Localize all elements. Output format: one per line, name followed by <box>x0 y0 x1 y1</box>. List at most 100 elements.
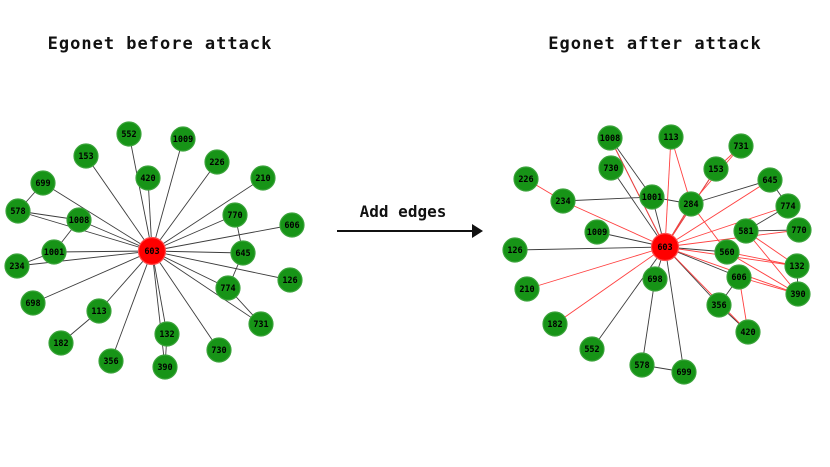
node-label: 113 <box>663 133 678 143</box>
graph-node <box>4 253 30 279</box>
node-label: 774 <box>780 202 795 212</box>
graph-edge <box>151 177 264 252</box>
node-label: 698 <box>25 299 40 309</box>
graph-node <box>206 337 232 363</box>
graph-edge <box>151 250 291 281</box>
graph-edge <box>16 250 153 267</box>
graph-node <box>116 121 142 147</box>
graph-edge <box>151 250 262 325</box>
graph-node <box>250 165 276 191</box>
node-label: 1008 <box>600 134 620 144</box>
node-label: 390 <box>157 363 172 373</box>
graph-edge <box>151 250 166 368</box>
added-edge <box>554 246 666 325</box>
graph-node <box>786 217 812 243</box>
graph-node <box>152 354 178 380</box>
added-edge <box>609 137 666 248</box>
node-label: 774 <box>220 284 235 294</box>
node-label: 1009 <box>587 228 607 238</box>
graph-node <box>230 240 256 266</box>
graph-edge <box>151 138 184 252</box>
arrow-head-icon <box>472 224 483 238</box>
node-label: 1008 <box>69 216 89 226</box>
node-label: 210 <box>519 285 534 295</box>
graph-node <box>279 212 305 238</box>
node-label: 560 <box>719 248 734 258</box>
added-edge <box>664 136 672 248</box>
graph-node <box>48 330 74 356</box>
graph-node <box>757 167 783 193</box>
graph-edge <box>151 161 218 252</box>
graph-node <box>678 191 704 217</box>
graph-node <box>513 166 539 192</box>
node-label: 284 <box>683 200 698 210</box>
graph-node <box>703 156 729 182</box>
graph-edge <box>85 155 153 252</box>
graph-node <box>73 143 99 169</box>
node-label: 603 <box>144 247 159 257</box>
graph-node <box>579 336 605 362</box>
graph-node <box>550 188 576 214</box>
graph-edge <box>53 250 153 253</box>
graph-edge <box>151 250 220 351</box>
node-label: 234 <box>555 197 570 207</box>
node-label: 699 <box>676 368 691 378</box>
graph-node <box>502 237 528 263</box>
graph-edge <box>32 250 153 304</box>
graph-edge <box>151 224 293 252</box>
node-label: 1001 <box>642 193 662 203</box>
node-label: 552 <box>121 130 136 140</box>
node-label: 153 <box>78 152 93 162</box>
node-label: 356 <box>103 357 118 367</box>
left-graph-title: Egonet before attack <box>47 34 273 54</box>
ego-node <box>650 232 680 262</box>
graph-node <box>706 292 732 318</box>
node-label: 420 <box>740 328 755 338</box>
graph-node <box>514 276 540 302</box>
graph-node <box>98 348 124 374</box>
graph-node <box>277 267 303 293</box>
graph-node <box>542 311 568 337</box>
add-edges-arrow <box>337 230 475 232</box>
graph-edge <box>151 214 236 252</box>
graph-node <box>671 359 697 385</box>
node-label: 1009 <box>173 135 193 145</box>
graph-node <box>30 170 56 196</box>
node-label: 226 <box>209 158 224 168</box>
added-edge <box>562 200 666 248</box>
node-label: 390 <box>790 290 805 300</box>
ego-node <box>137 236 167 266</box>
node-label: 770 <box>791 226 806 236</box>
added-edge <box>526 246 666 290</box>
graph-node <box>597 125 623 151</box>
graph-node <box>584 219 610 245</box>
node-label: 730 <box>211 346 226 356</box>
node-label: 606 <box>731 273 746 283</box>
graph-node <box>658 124 684 150</box>
graph-node <box>154 321 180 347</box>
graph-node <box>170 126 196 152</box>
graph-node <box>20 290 46 316</box>
node-label: 552 <box>584 345 599 355</box>
graph-node <box>642 266 668 292</box>
node-label: 731 <box>733 142 748 152</box>
graph-node <box>775 193 801 219</box>
node-label: 234 <box>9 262 24 272</box>
graph-node <box>598 155 624 181</box>
graph-node <box>222 202 248 228</box>
node-label: 731 <box>253 320 268 330</box>
added-edge <box>664 205 789 248</box>
graph-node <box>728 133 754 159</box>
graph-edge <box>664 246 685 373</box>
graph-node <box>784 253 810 279</box>
graph-edge <box>562 196 653 202</box>
node-label: 182 <box>547 320 562 330</box>
node-label: 606 <box>284 221 299 231</box>
node-label: 226 <box>518 175 533 185</box>
graph-node <box>248 311 274 337</box>
graph-edge <box>591 246 666 350</box>
added-edge <box>664 229 800 248</box>
graph-node <box>215 275 241 301</box>
node-label: 356 <box>711 301 726 311</box>
